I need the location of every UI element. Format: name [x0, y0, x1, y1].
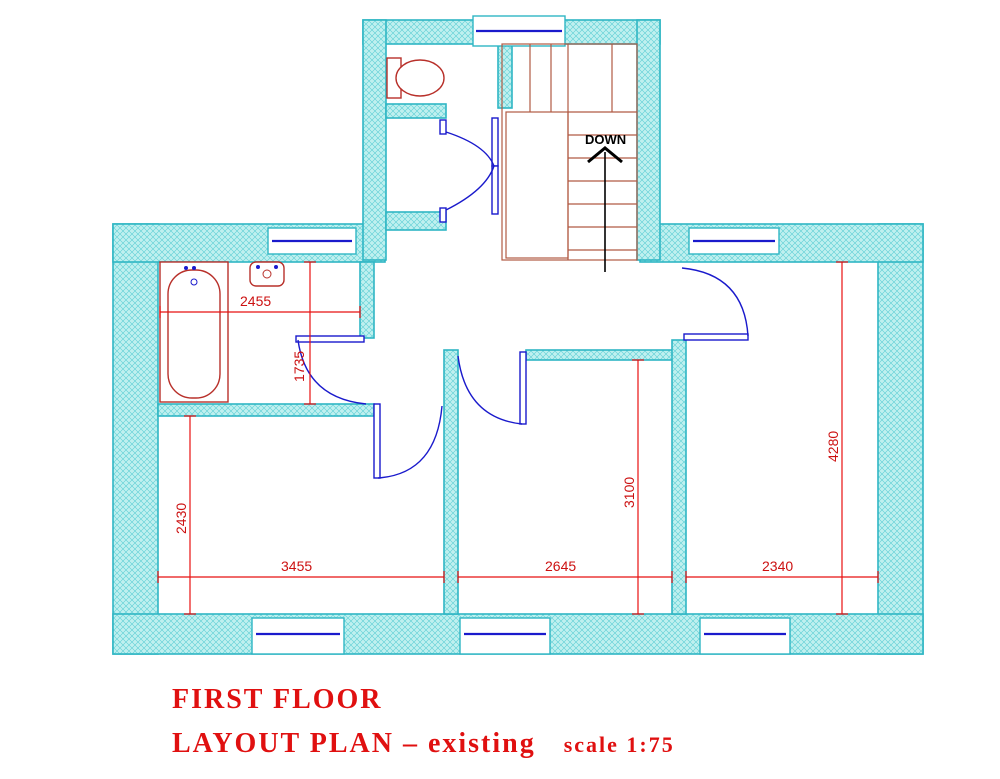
doors	[295, 117, 749, 479]
dimension-bedroom2-depth: 3100	[621, 359, 644, 615]
svg-text:3455: 3455	[281, 558, 312, 574]
dimension-bedroom2-width: 2645	[443, 558, 672, 583]
door-bedroom2	[457, 351, 527, 425]
dimension-bathroom-depth: 1735	[291, 261, 316, 405]
wall-tower-west	[362, 19, 387, 261]
door-bathroom	[295, 335, 367, 405]
svg-text:3100: 3100	[621, 477, 637, 508]
door-bedroom1	[373, 403, 443, 479]
stair-label: DOWN	[585, 132, 626, 147]
walls	[112, 19, 924, 655]
scale-label: scale 1:75	[563, 732, 675, 757]
dimension-bedroom3-depth: 4280	[825, 261, 848, 615]
wall-tower-east	[636, 19, 661, 261]
bathtub-icon	[159, 261, 229, 403]
dimension-bedroom1-width: 3455	[157, 558, 444, 583]
windows	[251, 15, 791, 655]
wall-wc-east	[497, 43, 513, 109]
dimension-bedroom3-width: 2340	[671, 558, 879, 583]
wall-west	[112, 223, 159, 655]
door-wc	[439, 117, 499, 223]
wall-wc-south	[385, 103, 447, 119]
wall-wc-south-2	[385, 211, 447, 231]
toilet-icon	[386, 57, 445, 99]
wall-bath-east	[359, 261, 375, 339]
wall-bed1-bed2	[443, 349, 459, 615]
window-tower	[472, 15, 566, 47]
window-bedroom2	[459, 617, 551, 655]
arrow-head-icon	[587, 146, 623, 164]
door-bedroom3	[681, 267, 749, 341]
window-bedroom3-north	[688, 227, 780, 255]
wall-bed2-north	[525, 349, 685, 361]
fixtures	[159, 57, 445, 403]
dimensions: 2455 1735 2430 3455 2645	[157, 261, 879, 615]
svg-text:2645: 2645	[545, 558, 576, 574]
wall-bath-south	[157, 403, 375, 417]
wall-east	[877, 223, 924, 655]
plan-title: FIRST FLOOR	[172, 684, 383, 715]
svg-text:2455: 2455	[240, 293, 271, 309]
svg-text:4280: 4280	[825, 431, 841, 462]
window-bedroom1	[251, 617, 345, 655]
svg-text:2340: 2340	[762, 558, 793, 574]
svg-text:1735: 1735	[291, 351, 307, 382]
plan-subtitle: LAYOUT PLAN – existing scale 1:75	[172, 728, 675, 760]
svg-text:2430: 2430	[173, 503, 189, 534]
plan-subtitle-text: LAYOUT PLAN – existing	[172, 728, 536, 759]
window-bathroom	[267, 227, 357, 255]
dimension-bedroom1-depth: 2430	[173, 415, 196, 615]
dimension-bathroom-width: 2455	[159, 293, 361, 318]
wall-north-right	[639, 223, 924, 263]
washbasin-icon	[249, 261, 285, 287]
wall-bed2-bed3	[671, 339, 687, 615]
window-bedroom3-south	[699, 617, 791, 655]
staircase: DOWN	[501, 43, 638, 272]
